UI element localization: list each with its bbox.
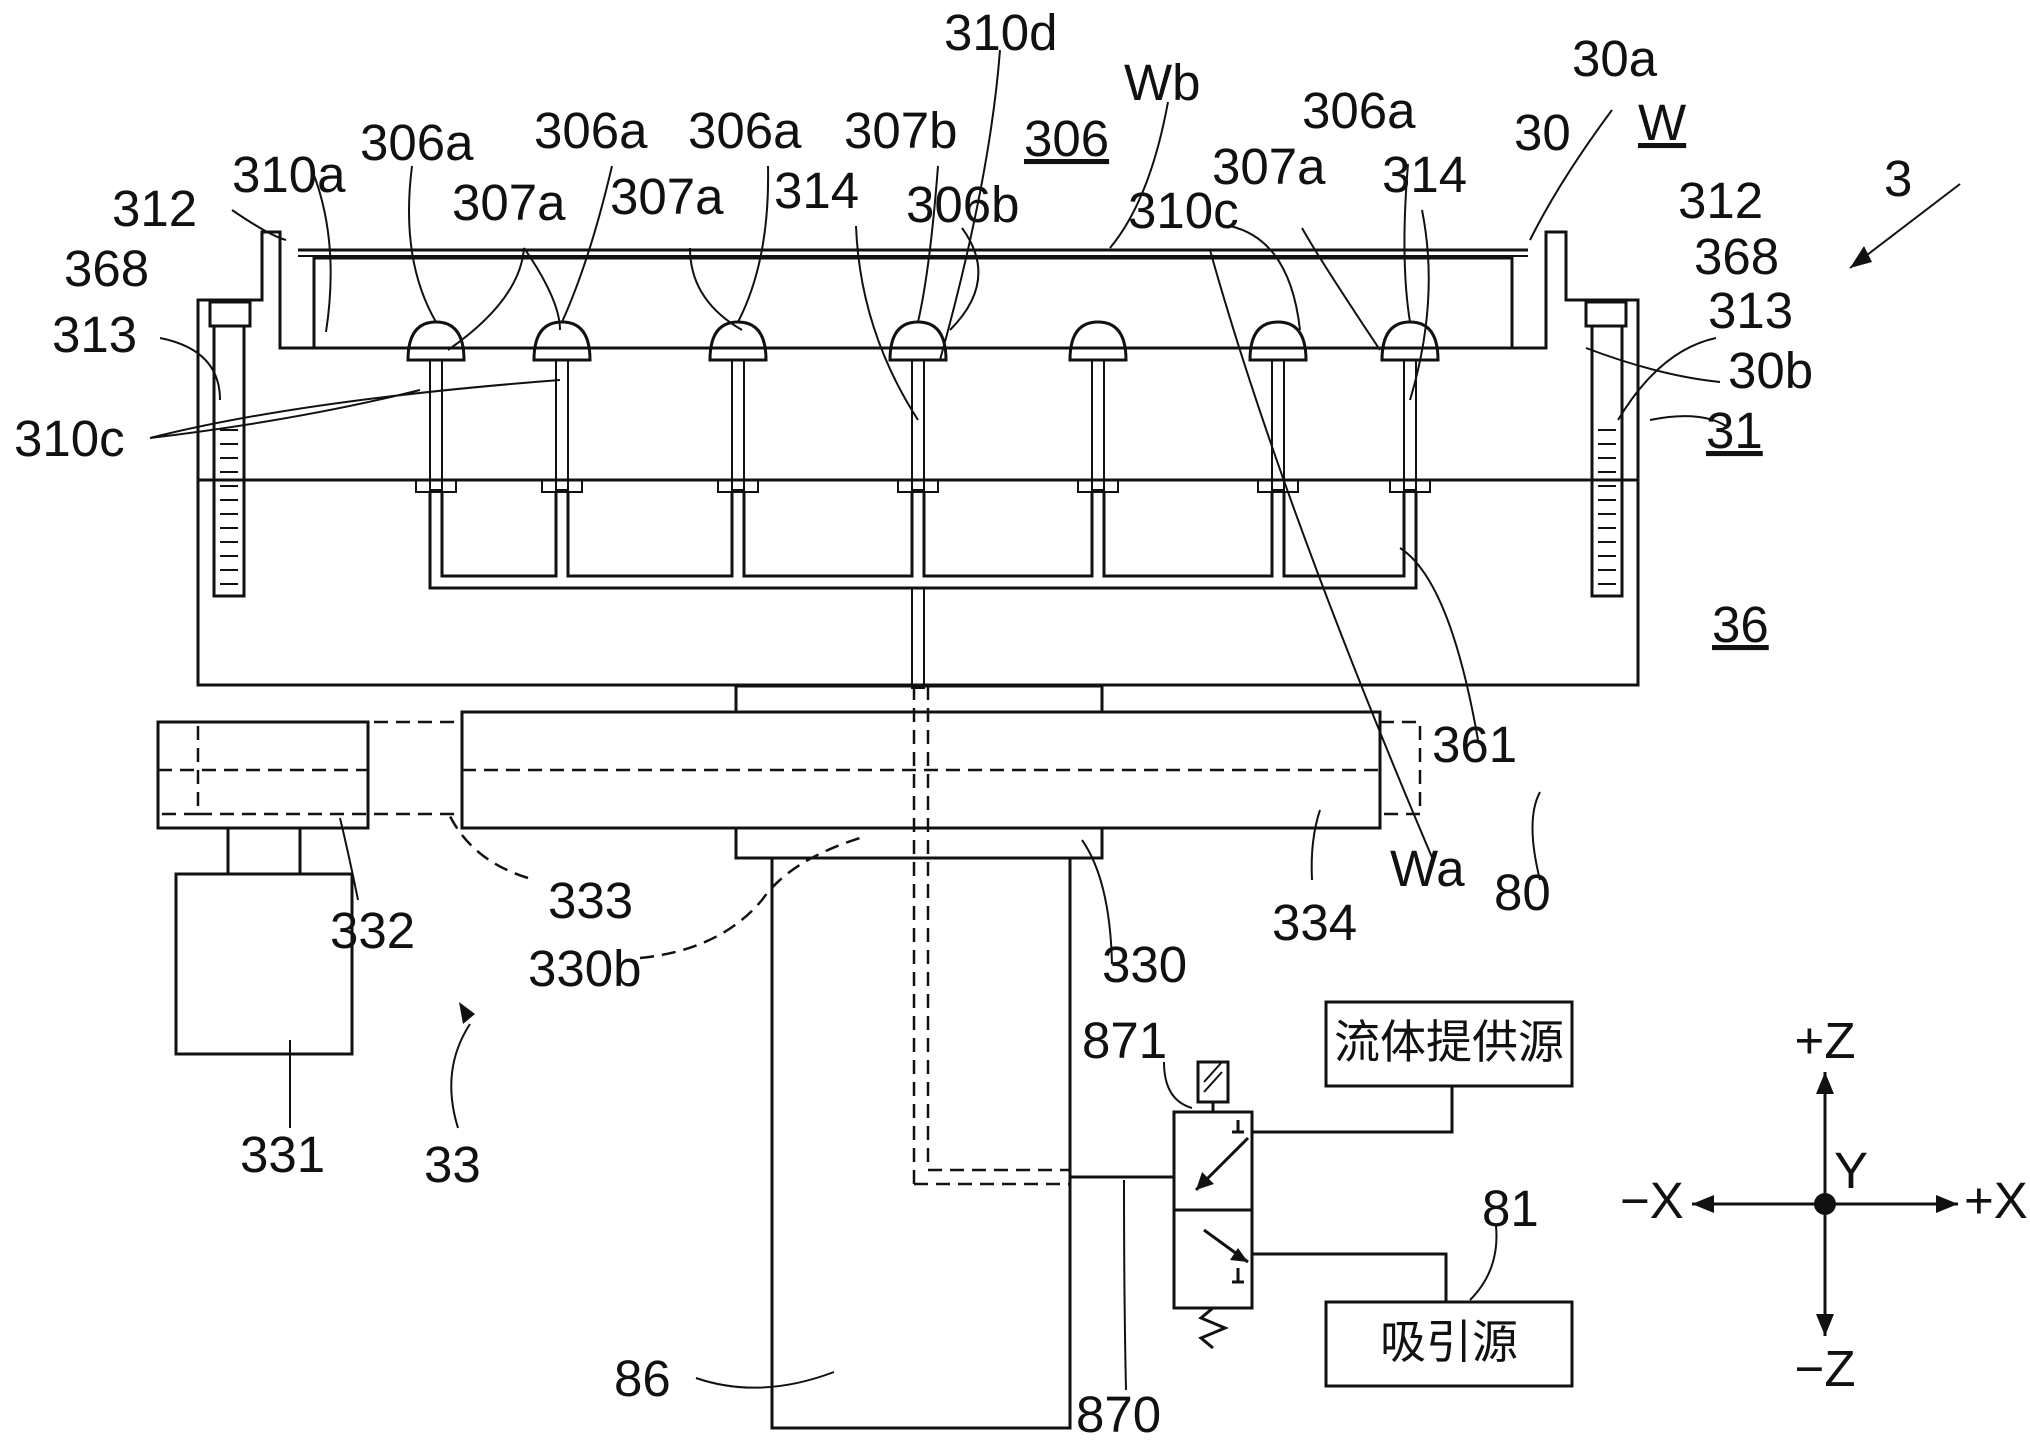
label-36: 36 bbox=[1712, 596, 1769, 653]
label-870: 870 bbox=[1076, 1386, 1161, 1443]
label-871: 871 bbox=[1082, 1012, 1167, 1069]
label-313-right: 313 bbox=[1708, 282, 1793, 339]
fluid-source-label: 流体提供源 bbox=[1334, 1015, 1564, 1069]
label-33: 33 bbox=[424, 1136, 481, 1193]
axis-plus-x: +X bbox=[1964, 1172, 2028, 1229]
label-306: 306 bbox=[1024, 110, 1109, 167]
suction-source-box: 吸引源 bbox=[1324, 1300, 1574, 1388]
housing-86 bbox=[770, 856, 1072, 1430]
label-331: 331 bbox=[240, 1126, 325, 1183]
axis-y: Y bbox=[1834, 1142, 1868, 1199]
label-332: 332 bbox=[330, 902, 415, 959]
suction-source-label: 吸引源 bbox=[1380, 1315, 1518, 1369]
label-307a-3: 307a bbox=[1212, 138, 1326, 195]
label-313-left: 313 bbox=[52, 306, 137, 363]
label-310c-1: 310c bbox=[1128, 182, 1239, 239]
leader-lines bbox=[149, 49, 1961, 1391]
label-306a-4: 306a bbox=[1302, 82, 1416, 139]
label-314-2: 314 bbox=[1382, 146, 1467, 203]
pipe-870 bbox=[912, 686, 1174, 1186]
label-330b: 330b bbox=[528, 940, 641, 997]
table-36 bbox=[196, 478, 1640, 687]
label-wa: Wa bbox=[1390, 840, 1465, 897]
rotation-drive-33 bbox=[156, 684, 1422, 1056]
label-80: 80 bbox=[1494, 864, 1551, 921]
label-w: W bbox=[1638, 94, 1686, 151]
label-306a-2: 306a bbox=[534, 102, 648, 159]
label-330: 330 bbox=[1102, 936, 1187, 993]
label-307a-2: 307a bbox=[610, 168, 724, 225]
label-312-right: 312 bbox=[1678, 172, 1763, 229]
manifold-361 bbox=[428, 492, 1418, 689]
label-310d: 310d bbox=[944, 4, 1057, 61]
label-30: 30 bbox=[1514, 104, 1571, 161]
label-312-left: 312 bbox=[112, 180, 197, 237]
reference-labels: 310d Wb 30a 306a 306a 306a 307b 306 306a… bbox=[14, 4, 1912, 1443]
porous-plate-30 bbox=[298, 248, 1528, 350]
label-307b: 307b bbox=[844, 102, 957, 159]
bolt-right bbox=[1584, 300, 1628, 598]
axis-plus-z: +Z bbox=[1795, 1012, 1856, 1069]
label-306b: 306b bbox=[906, 176, 1019, 233]
label-310c-2: 310c bbox=[14, 410, 125, 467]
label-306a-3: 306a bbox=[688, 102, 802, 159]
axis-minus-z: −Z bbox=[1795, 1340, 1856, 1397]
label-wb: Wb bbox=[1124, 54, 1201, 111]
label-334: 334 bbox=[1272, 894, 1357, 951]
label-314-1: 314 bbox=[774, 162, 859, 219]
label-368-left: 368 bbox=[64, 240, 149, 297]
axis-indicator: +Z −Z +X −X Y bbox=[1620, 1012, 2028, 1397]
axis-minus-x: −X bbox=[1620, 1172, 1684, 1229]
label-368-right: 368 bbox=[1694, 228, 1779, 285]
label-306a-1: 306a bbox=[360, 114, 474, 171]
label-310a: 310a bbox=[232, 146, 346, 203]
label-81: 81 bbox=[1482, 1180, 1539, 1237]
label-361: 361 bbox=[1432, 716, 1517, 773]
label-86: 86 bbox=[614, 1350, 671, 1407]
valve-871 bbox=[1172, 1060, 1454, 1350]
chuck-body-31 bbox=[196, 230, 1640, 482]
label-3: 3 bbox=[1884, 150, 1912, 207]
label-31: 31 bbox=[1706, 402, 1763, 459]
label-333: 333 bbox=[548, 872, 633, 929]
bolt-left bbox=[208, 300, 252, 598]
fluid-source-box: 流体提供源 bbox=[1324, 1000, 1574, 1088]
label-307a-1: 307a bbox=[452, 174, 566, 231]
label-30a: 30a bbox=[1572, 30, 1658, 87]
label-30b: 30b bbox=[1728, 342, 1813, 399]
